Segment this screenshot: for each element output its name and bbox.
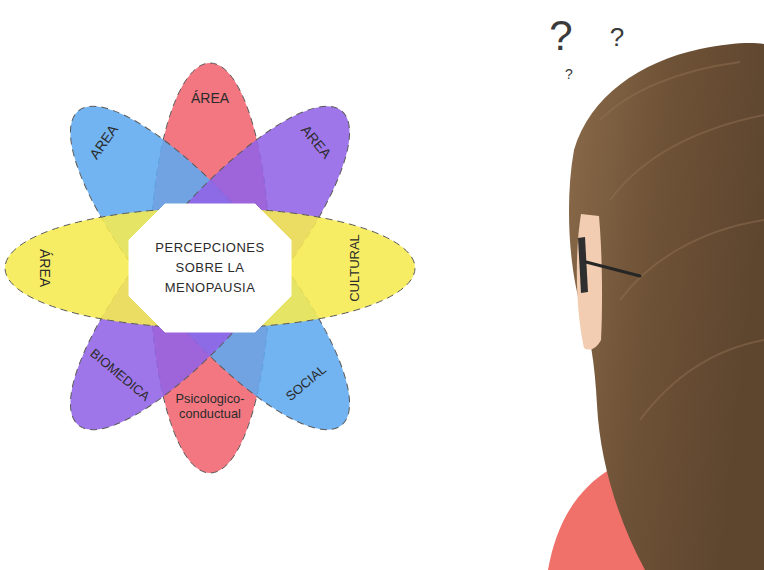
face: [577, 214, 602, 350]
octagon-fill: [129, 204, 291, 332]
petal-label: Psicologico- conductual: [168, 391, 252, 422]
hair: [569, 43, 764, 570]
petal-label: CULTURAL: [347, 234, 363, 302]
glasses-arm: [586, 262, 640, 276]
hair-strands: [600, 62, 764, 420]
glasses-lens: [578, 237, 588, 293]
center-title: PERCEPCIONES SOBRE LA MENOPAUSIA: [149, 238, 271, 298]
question-mark: ?: [549, 15, 572, 57]
center-octagon: PERCEPCIONES SOBRE LA MENOPAUSIA: [129, 204, 291, 332]
question-mark: ?: [565, 67, 573, 81]
question-mark: ?: [610, 24, 624, 50]
petal-label: ÁREA: [191, 90, 229, 107]
petal-label: ÁREA: [37, 249, 54, 287]
